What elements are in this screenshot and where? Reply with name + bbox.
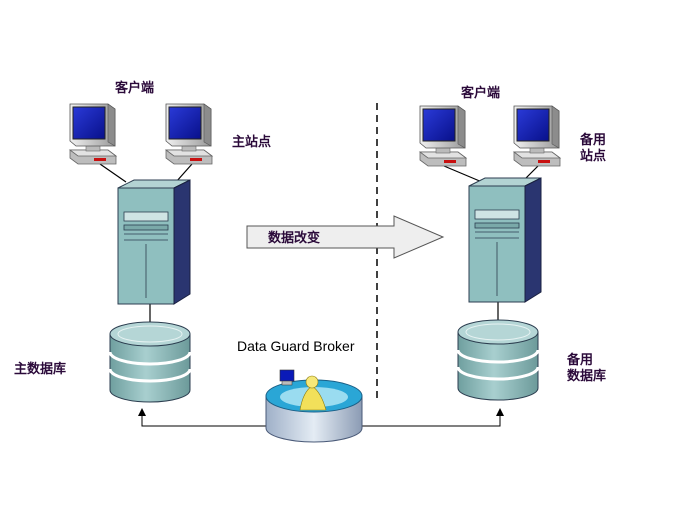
- client-left-label: 客户端: [115, 81, 155, 96]
- standby-site-label-line2: 站点: [580, 149, 607, 164]
- broker-label: Data Guard Broker: [237, 338, 355, 354]
- standby-database-icon: [456, 318, 540, 402]
- primary-database-icon: [108, 320, 192, 404]
- standby-database-label-line2: 数据库: [567, 369, 607, 384]
- client-left-monitor-2-icon: [165, 103, 213, 165]
- broker-icon: [265, 369, 363, 443]
- data-change-arrow-icon: [246, 215, 445, 259]
- arrowhead-up-left-icon: [138, 408, 146, 416]
- arrowhead-up-right-icon: [496, 408, 504, 416]
- client-right-monitor-icon: [419, 105, 467, 167]
- primary-site-label: 主站点: [232, 135, 272, 150]
- client-link-line: [175, 163, 193, 183]
- broker-link-right-line: [358, 412, 501, 427]
- standby-site-label-line1: 备用: [580, 133, 607, 148]
- standby-database-label-line1: 备用: [567, 353, 594, 368]
- client-link-line: [99, 163, 127, 183]
- primary-server-tower-icon: [117, 179, 191, 305]
- client-right-monitor-2-icon: [513, 105, 561, 167]
- client-link-line: [443, 165, 483, 183]
- standby-server-tower-icon: [468, 177, 542, 303]
- client-left-monitor-icon: [69, 103, 117, 165]
- broker-link-left-line: [141, 412, 272, 427]
- primary-database-label: 主数据库: [14, 362, 67, 377]
- data-change-label: 数据改变: [268, 230, 320, 246]
- client-right-label: 客户端: [461, 86, 501, 101]
